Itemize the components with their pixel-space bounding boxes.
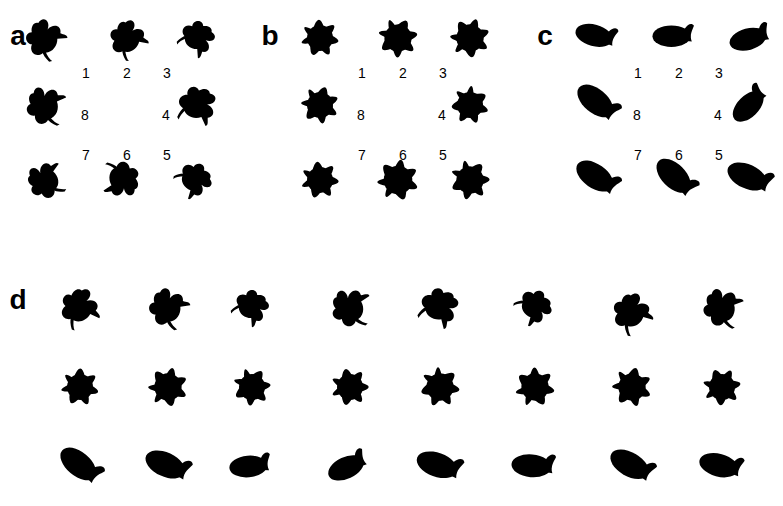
position-number: 3 — [439, 66, 447, 80]
panel-letter: c — [537, 22, 553, 50]
position-number: 7 — [358, 148, 366, 162]
position-number: 6 — [399, 148, 407, 162]
position-number: 3 — [163, 66, 171, 80]
position-number: 4 — [162, 108, 170, 122]
position-number: 5 — [715, 148, 723, 162]
panel-letter: a — [10, 22, 26, 50]
position-number: 5 — [439, 148, 447, 162]
position-number: 7 — [634, 148, 642, 162]
panel-letter: b — [261, 22, 278, 50]
position-number: 1 — [634, 66, 642, 80]
position-number: 4 — [714, 108, 722, 122]
position-number: 2 — [123, 66, 131, 80]
position-number: 1 — [82, 66, 90, 80]
position-number: 3 — [715, 66, 723, 80]
position-number: 6 — [675, 148, 683, 162]
position-number: 4 — [438, 108, 446, 122]
position-number: 1 — [358, 66, 366, 80]
panel-letter: d — [9, 286, 26, 314]
position-number: 8 — [633, 108, 641, 122]
position-number: 2 — [399, 66, 407, 80]
position-number: 8 — [357, 108, 365, 122]
position-number: 2 — [675, 66, 683, 80]
position-number: 7 — [82, 148, 90, 162]
position-number: 8 — [81, 108, 89, 122]
position-number: 6 — [123, 148, 131, 162]
position-number: 5 — [163, 148, 171, 162]
